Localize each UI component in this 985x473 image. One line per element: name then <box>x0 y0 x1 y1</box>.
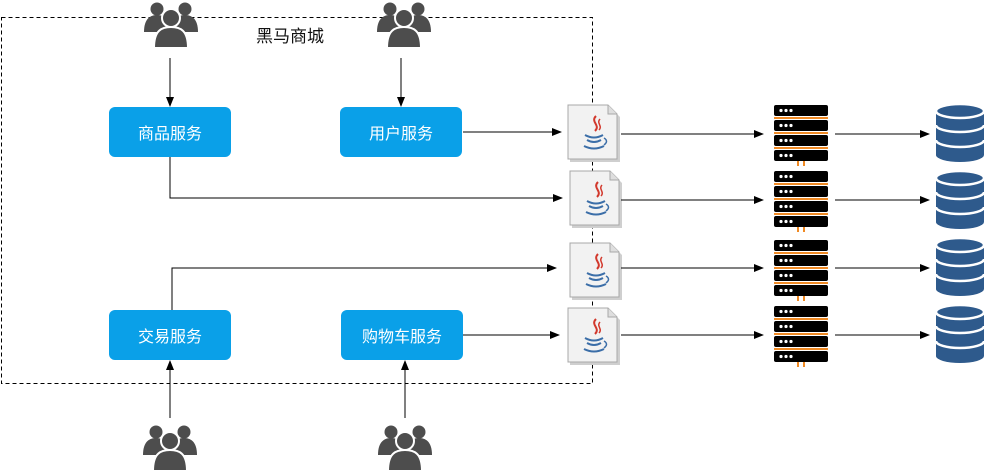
users-group-icon <box>142 424 198 472</box>
diagram-title: 黑马商城 <box>256 27 324 47</box>
users-group-icon <box>143 1 199 49</box>
goods-service-box[interactable]: 商品服务 <box>109 107 231 157</box>
server-rack-icon <box>773 170 829 233</box>
database-icon <box>934 102 985 164</box>
java-file-icon <box>569 242 623 301</box>
trade-service-box[interactable]: 交易服务 <box>109 310 231 360</box>
database-icon <box>934 169 985 231</box>
database-icon <box>934 303 985 365</box>
users-group-icon <box>376 1 432 49</box>
arrow-goods-to-app <box>169 157 563 202</box>
java-file-icon <box>567 307 621 366</box>
server-rack-icon <box>773 305 829 368</box>
cart-service-box[interactable]: 购物车服务 <box>341 310 463 360</box>
users-group-icon <box>377 424 433 472</box>
arrow-trade-to-app <box>171 264 557 310</box>
java-file-icon <box>567 104 621 163</box>
user-service-box[interactable]: 用户服务 <box>340 107 462 157</box>
java-file-icon <box>569 170 623 229</box>
database-icon <box>934 236 985 298</box>
server-rack-icon <box>773 239 829 302</box>
server-rack-icon <box>773 104 829 167</box>
system-boundary <box>1 17 593 384</box>
